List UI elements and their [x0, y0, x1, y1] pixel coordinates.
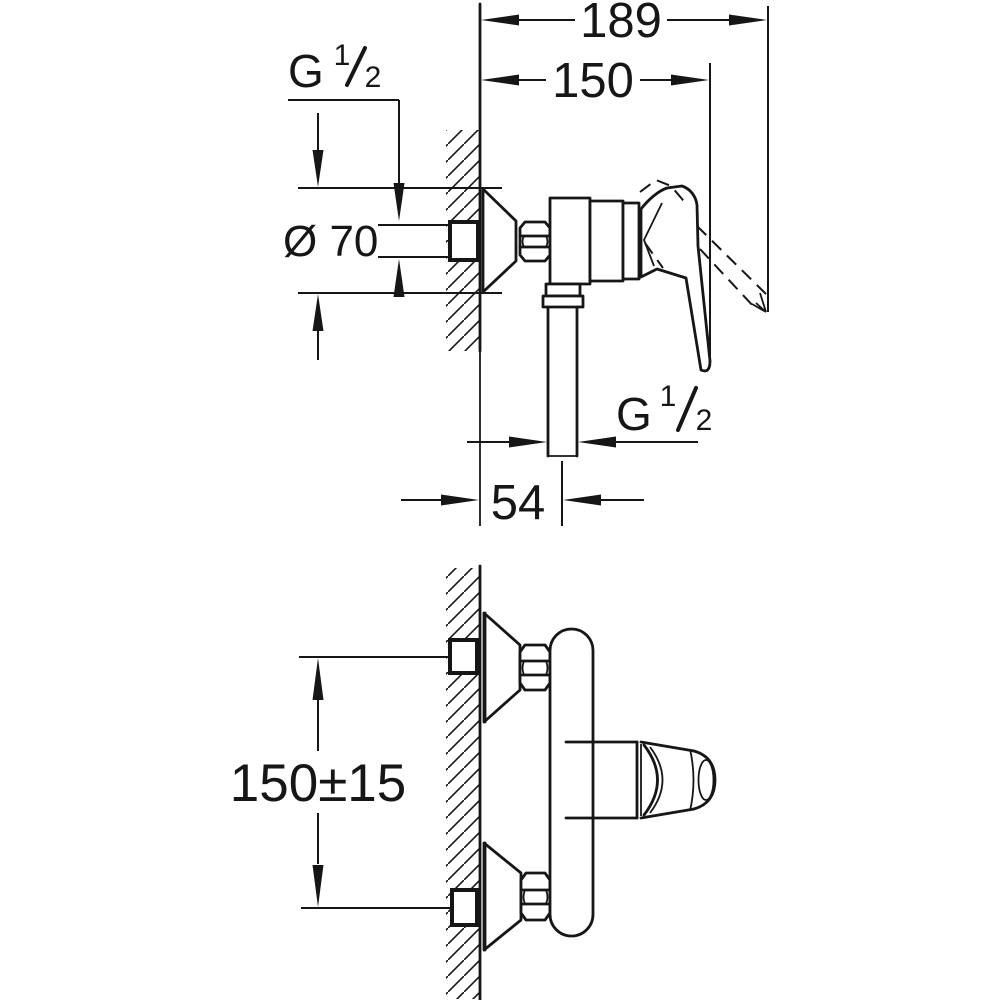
thread-numerator: 1	[334, 39, 351, 72]
mixer-body	[541, 196, 641, 458]
dim-189-label: 189	[580, 0, 662, 48]
fraction-slash	[676, 386, 698, 432]
body-valve-section	[548, 196, 592, 286]
hex-nut-top	[518, 643, 552, 692]
body-cartridge-section	[588, 199, 625, 283]
outlet-stub	[544, 282, 582, 298]
fraction-slash	[345, 46, 367, 87]
lever-handle	[639, 184, 712, 373]
wall-union-square-top	[448, 638, 479, 675]
handle-swing-dashed	[639, 178, 767, 313]
handle-cap-edge	[689, 748, 695, 812]
wall-union-square-bottom	[450, 888, 479, 927]
handle-facet-line	[643, 202, 663, 267]
front-view: 150±15	[230, 564, 717, 1000]
arrowhead-right	[441, 494, 479, 506]
arrowhead-right	[729, 14, 767, 26]
mixer-body-capsule	[548, 627, 595, 938]
arrowhead-left	[578, 436, 616, 448]
arrowhead-right	[671, 74, 709, 86]
thread-numerator: 1	[660, 380, 677, 413]
dimension-inlet-spacing: 150±15	[230, 656, 452, 909]
dimension-outlet-thread: G 1 2	[467, 380, 712, 448]
dimension-wall-to-handle: 150	[481, 54, 711, 357]
dim-150pm15-label: 150±15	[230, 754, 406, 813]
hex-nut-bottom	[519, 871, 552, 922]
side-view: 189 150 G 1 2	[283, 0, 769, 530]
arrowhead-right	[509, 436, 547, 448]
lever-tip-oval	[697, 759, 715, 801]
dim-54-label: 54	[491, 476, 546, 530]
handle-end-cap	[692, 749, 717, 811]
handle-cone-top	[639, 740, 696, 753]
arrowhead-up	[393, 259, 405, 297]
thread-g: G	[288, 45, 324, 97]
arrowhead-left	[481, 74, 519, 86]
arrowhead-down	[312, 865, 324, 907]
escutcheon-cone	[481, 187, 518, 294]
dimension-escutcheon-diameter: Ø 70	[283, 113, 502, 360]
hex-nut	[518, 220, 552, 263]
thread-denominator: 2	[696, 404, 713, 437]
dim-150-label: 150	[552, 54, 634, 108]
arrowhead-left	[563, 494, 601, 506]
cartridge-cap	[621, 201, 641, 281]
outlet-collar	[541, 294, 585, 309]
dimension-outlet-offset: 54	[401, 461, 644, 530]
arrowhead-up	[312, 294, 324, 331]
dim-diameter-label: Ø 70	[283, 217, 378, 266]
dimension-overall-depth: 189	[481, 0, 769, 312]
arrowhead-down	[312, 150, 324, 187]
thread-denominator: 2	[365, 61, 382, 94]
handle-cone-bottom	[639, 807, 696, 820]
thread-label-top: G 1 2	[288, 39, 405, 297]
escutcheon-cone-top	[482, 611, 522, 724]
thread-g: G	[616, 388, 652, 440]
swing-arrowhead	[751, 292, 767, 313]
handle-end-view	[564, 740, 717, 820]
arrowhead-down	[393, 183, 405, 221]
handle-base-arc	[642, 743, 659, 817]
escutcheon-cone-bottom	[482, 841, 523, 952]
handle-base-arc-inner	[649, 746, 664, 814]
arrowhead-up	[312, 658, 324, 700]
wall-hatch	[446, 568, 480, 999]
arrowhead-left	[481, 14, 519, 26]
wall-union-square	[448, 220, 480, 262]
